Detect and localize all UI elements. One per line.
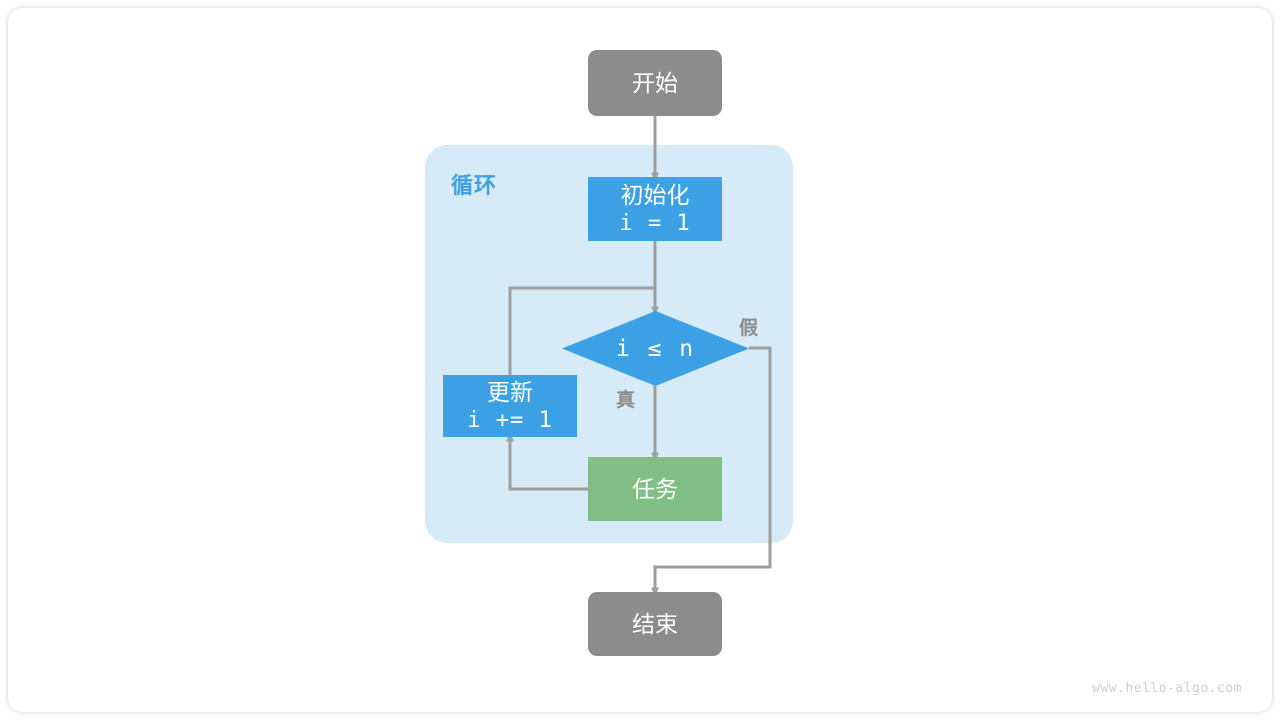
branch-label-false: 假 [739, 318, 759, 339]
node-update-label: 更新 [487, 378, 533, 405]
node-end-label: 结束 [632, 610, 678, 637]
node-init-label: 初始化 [620, 181, 690, 208]
node-init-code: i = 1 [619, 210, 691, 236]
node-decision-condition: i ≤ n [615, 335, 696, 362]
node-end[interactable]: 结束 [588, 592, 722, 656]
node-init[interactable]: 初始化 i = 1 [588, 177, 722, 241]
node-update[interactable]: 更新 i += 1 [443, 375, 577, 437]
node-update-code: i += 1 [467, 407, 553, 433]
node-task[interactable]: 任务 [588, 457, 722, 521]
loop-container-label: 循环 [451, 173, 498, 198]
node-start[interactable]: 开始 [588, 50, 722, 116]
node-task-label: 任务 [632, 475, 678, 502]
watermark: www.hello-algo.com [1092, 681, 1242, 696]
node-decision[interactable]: i ≤ n [562, 311, 749, 386]
branch-label-true: 真 [616, 390, 636, 411]
node-start-label: 开始 [632, 69, 678, 96]
